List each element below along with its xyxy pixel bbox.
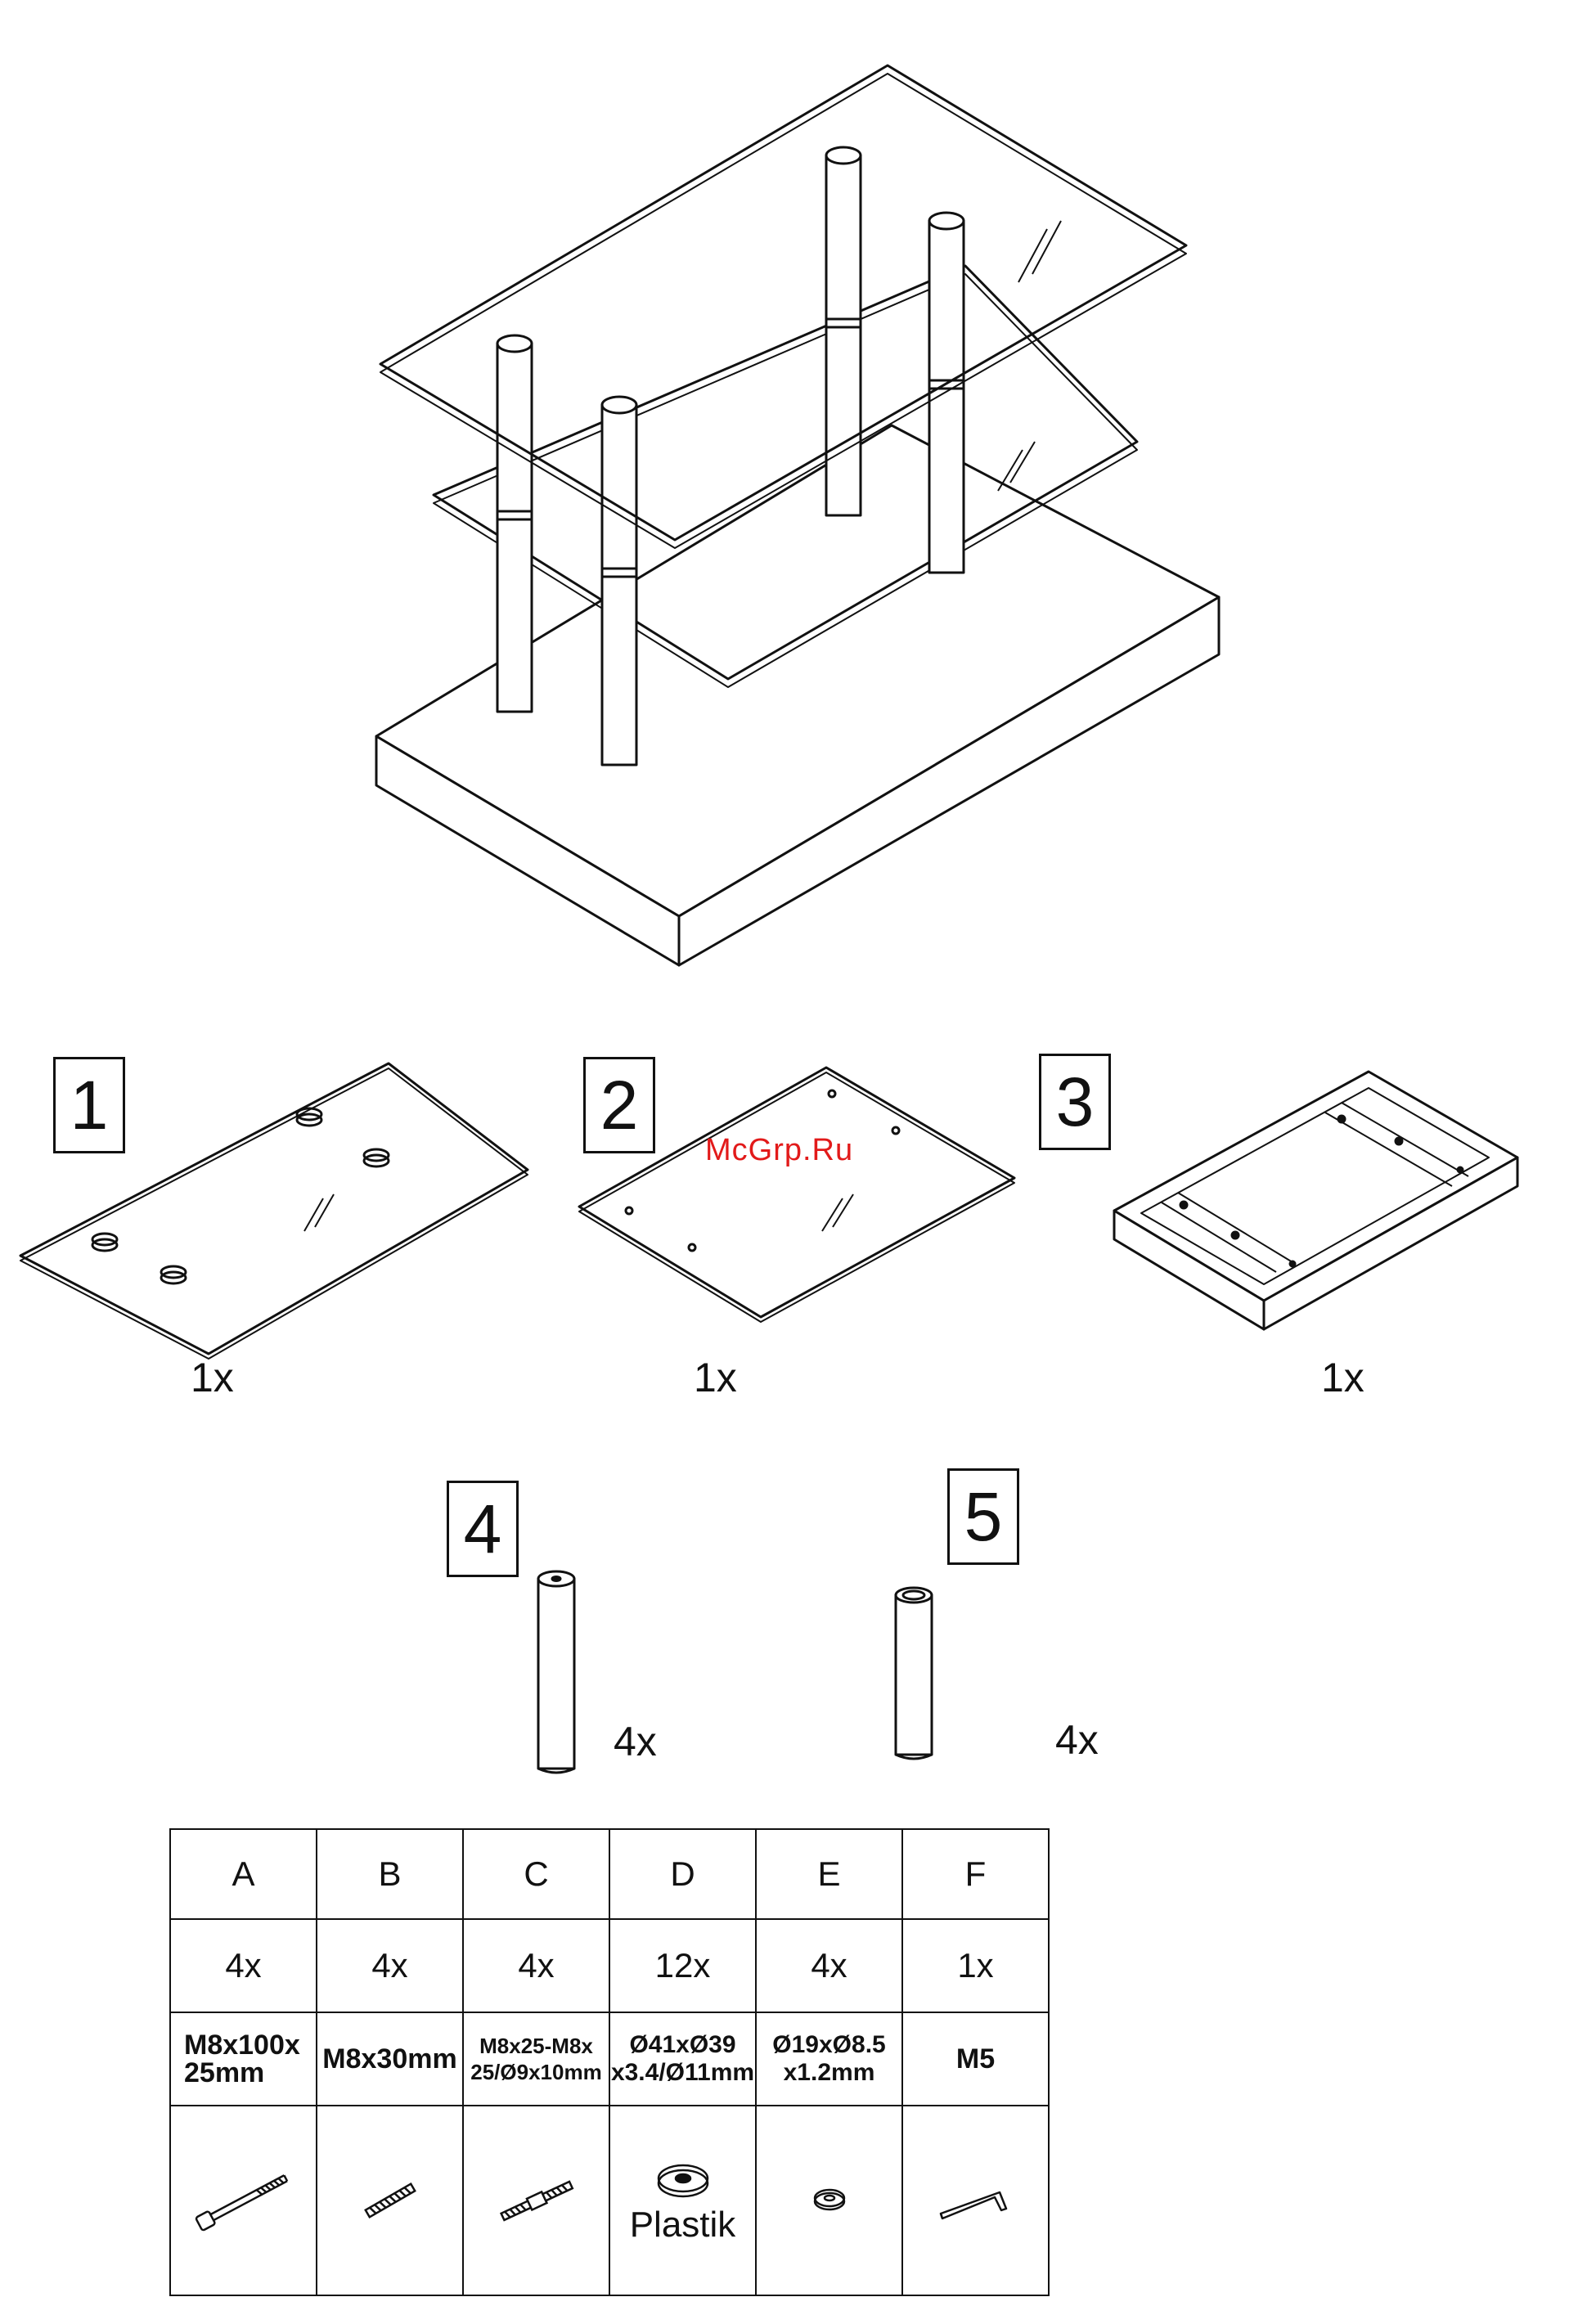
short-leg-icon <box>896 1588 932 1759</box>
assembled-table-drawing <box>376 65 1219 965</box>
hardware-label-b: B <box>317 1829 463 1919</box>
hardware-label-c: C <box>463 1829 609 1919</box>
washer-icon <box>797 2180 862 2221</box>
hardware-spec-b-line1: M8x30mm <box>322 2043 456 2075</box>
hardware-count-row: 4x 4x 4x 12x 4x 1x <box>170 1919 1049 2012</box>
hardware-spec-d-line2: x3.4/Ø11mm <box>611 2059 754 2086</box>
base-frame-icon <box>1114 1072 1517 1329</box>
part-quantity-1: 1x <box>191 1354 234 1401</box>
hardware-spec-a-line1: M8x100x <box>184 2030 300 2061</box>
hardware-count-a: 4x <box>170 1919 317 2012</box>
watermark: McGrp.Ru <box>705 1133 853 1168</box>
part-number-box-2: 2 <box>583 1057 655 1153</box>
part-number-box-5: 5 <box>947 1468 1019 1565</box>
hardware-picture-row: Plastik <box>170 2106 1049 2295</box>
part-number-box-4: 4 <box>447 1481 519 1577</box>
hardware-label-f: F <box>902 1829 1049 1919</box>
hardware-picture-a <box>170 2106 317 2295</box>
hardware-count-f: 1x <box>902 1919 1049 2012</box>
hardware-spec-b: M8x30mm <box>317 2012 463 2106</box>
hardware-spec-d-line1: Ø41xØ39 <box>629 2031 735 2058</box>
hardware-label-d: D <box>609 1829 756 1919</box>
hardware-spec-e-line2: x1.2mm <box>784 2059 875 2086</box>
hardware-spec-d: Ø41xØ39 x3.4/Ø11mm <box>609 2012 756 2106</box>
plastic-washer-icon <box>638 2155 728 2205</box>
hardware-spec-a: M8x100x 25mm <box>170 2012 317 2106</box>
hardware-spec-e: Ø19xØ8.5 x1.2mm <box>756 2012 902 2106</box>
hardware-table: A B C D E F 4x 4x 4x 12x 4x 1x M8x100x 2… <box>169 1828 1050 2296</box>
hardware-picture-e <box>756 2106 902 2295</box>
double-threaded-connector-icon <box>488 2168 586 2233</box>
hardware-label-row: A B C D E F <box>170 1829 1049 1919</box>
hardware-picture-c <box>463 2106 609 2295</box>
part-number-box-1: 1 <box>53 1057 125 1153</box>
hardware-spec-row: M8x100x 25mm M8x30mm M8x25-M8x 25/Ø9x10m… <box>170 2012 1049 2106</box>
hardware-spec-f: M5 <box>902 2012 1049 2106</box>
hardware-spec-c: M8x25-M8x 25/Ø9x10mm <box>463 2012 609 2106</box>
hardware-picture-b <box>317 2106 463 2295</box>
hardware-spec-e-line1: Ø19xØ8.5 <box>772 2031 885 2058</box>
hardware-spec-a-line2: 25mm <box>184 2057 264 2088</box>
hardware-note-plastik: Plastik <box>610 2205 755 2245</box>
hardware-spec-c-line1: M8x25-M8x <box>479 2034 593 2058</box>
part-quantity-3: 1x <box>1321 1354 1364 1401</box>
hardware-count-e: 4x <box>756 1919 902 2012</box>
hardware-picture-d: Plastik <box>609 2106 756 2295</box>
long-leg-icon <box>538 1571 574 1773</box>
hardware-label-a: A <box>170 1829 317 1919</box>
part-number-box-3: 3 <box>1039 1054 1111 1150</box>
allen-key-icon <box>931 2168 1021 2233</box>
hardware-picture-f <box>902 2106 1049 2295</box>
hardware-spec-f-line1: M5 <box>956 2043 995 2075</box>
bolt-icon <box>187 2164 301 2237</box>
hardware-count-b: 4x <box>317 1919 463 2012</box>
threaded-rod-icon <box>349 2168 431 2233</box>
hardware-label-e: E <box>756 1829 902 1919</box>
part-quantity-4: 4x <box>614 1718 657 1765</box>
part-quantity-2: 1x <box>694 1354 737 1401</box>
hardware-count-c: 4x <box>463 1919 609 2012</box>
part-quantity-5: 4x <box>1055 1716 1099 1764</box>
hardware-spec-c-line2: 25/Ø9x10mm <box>470 2060 601 2084</box>
hardware-count-d: 12x <box>609 1919 756 2012</box>
